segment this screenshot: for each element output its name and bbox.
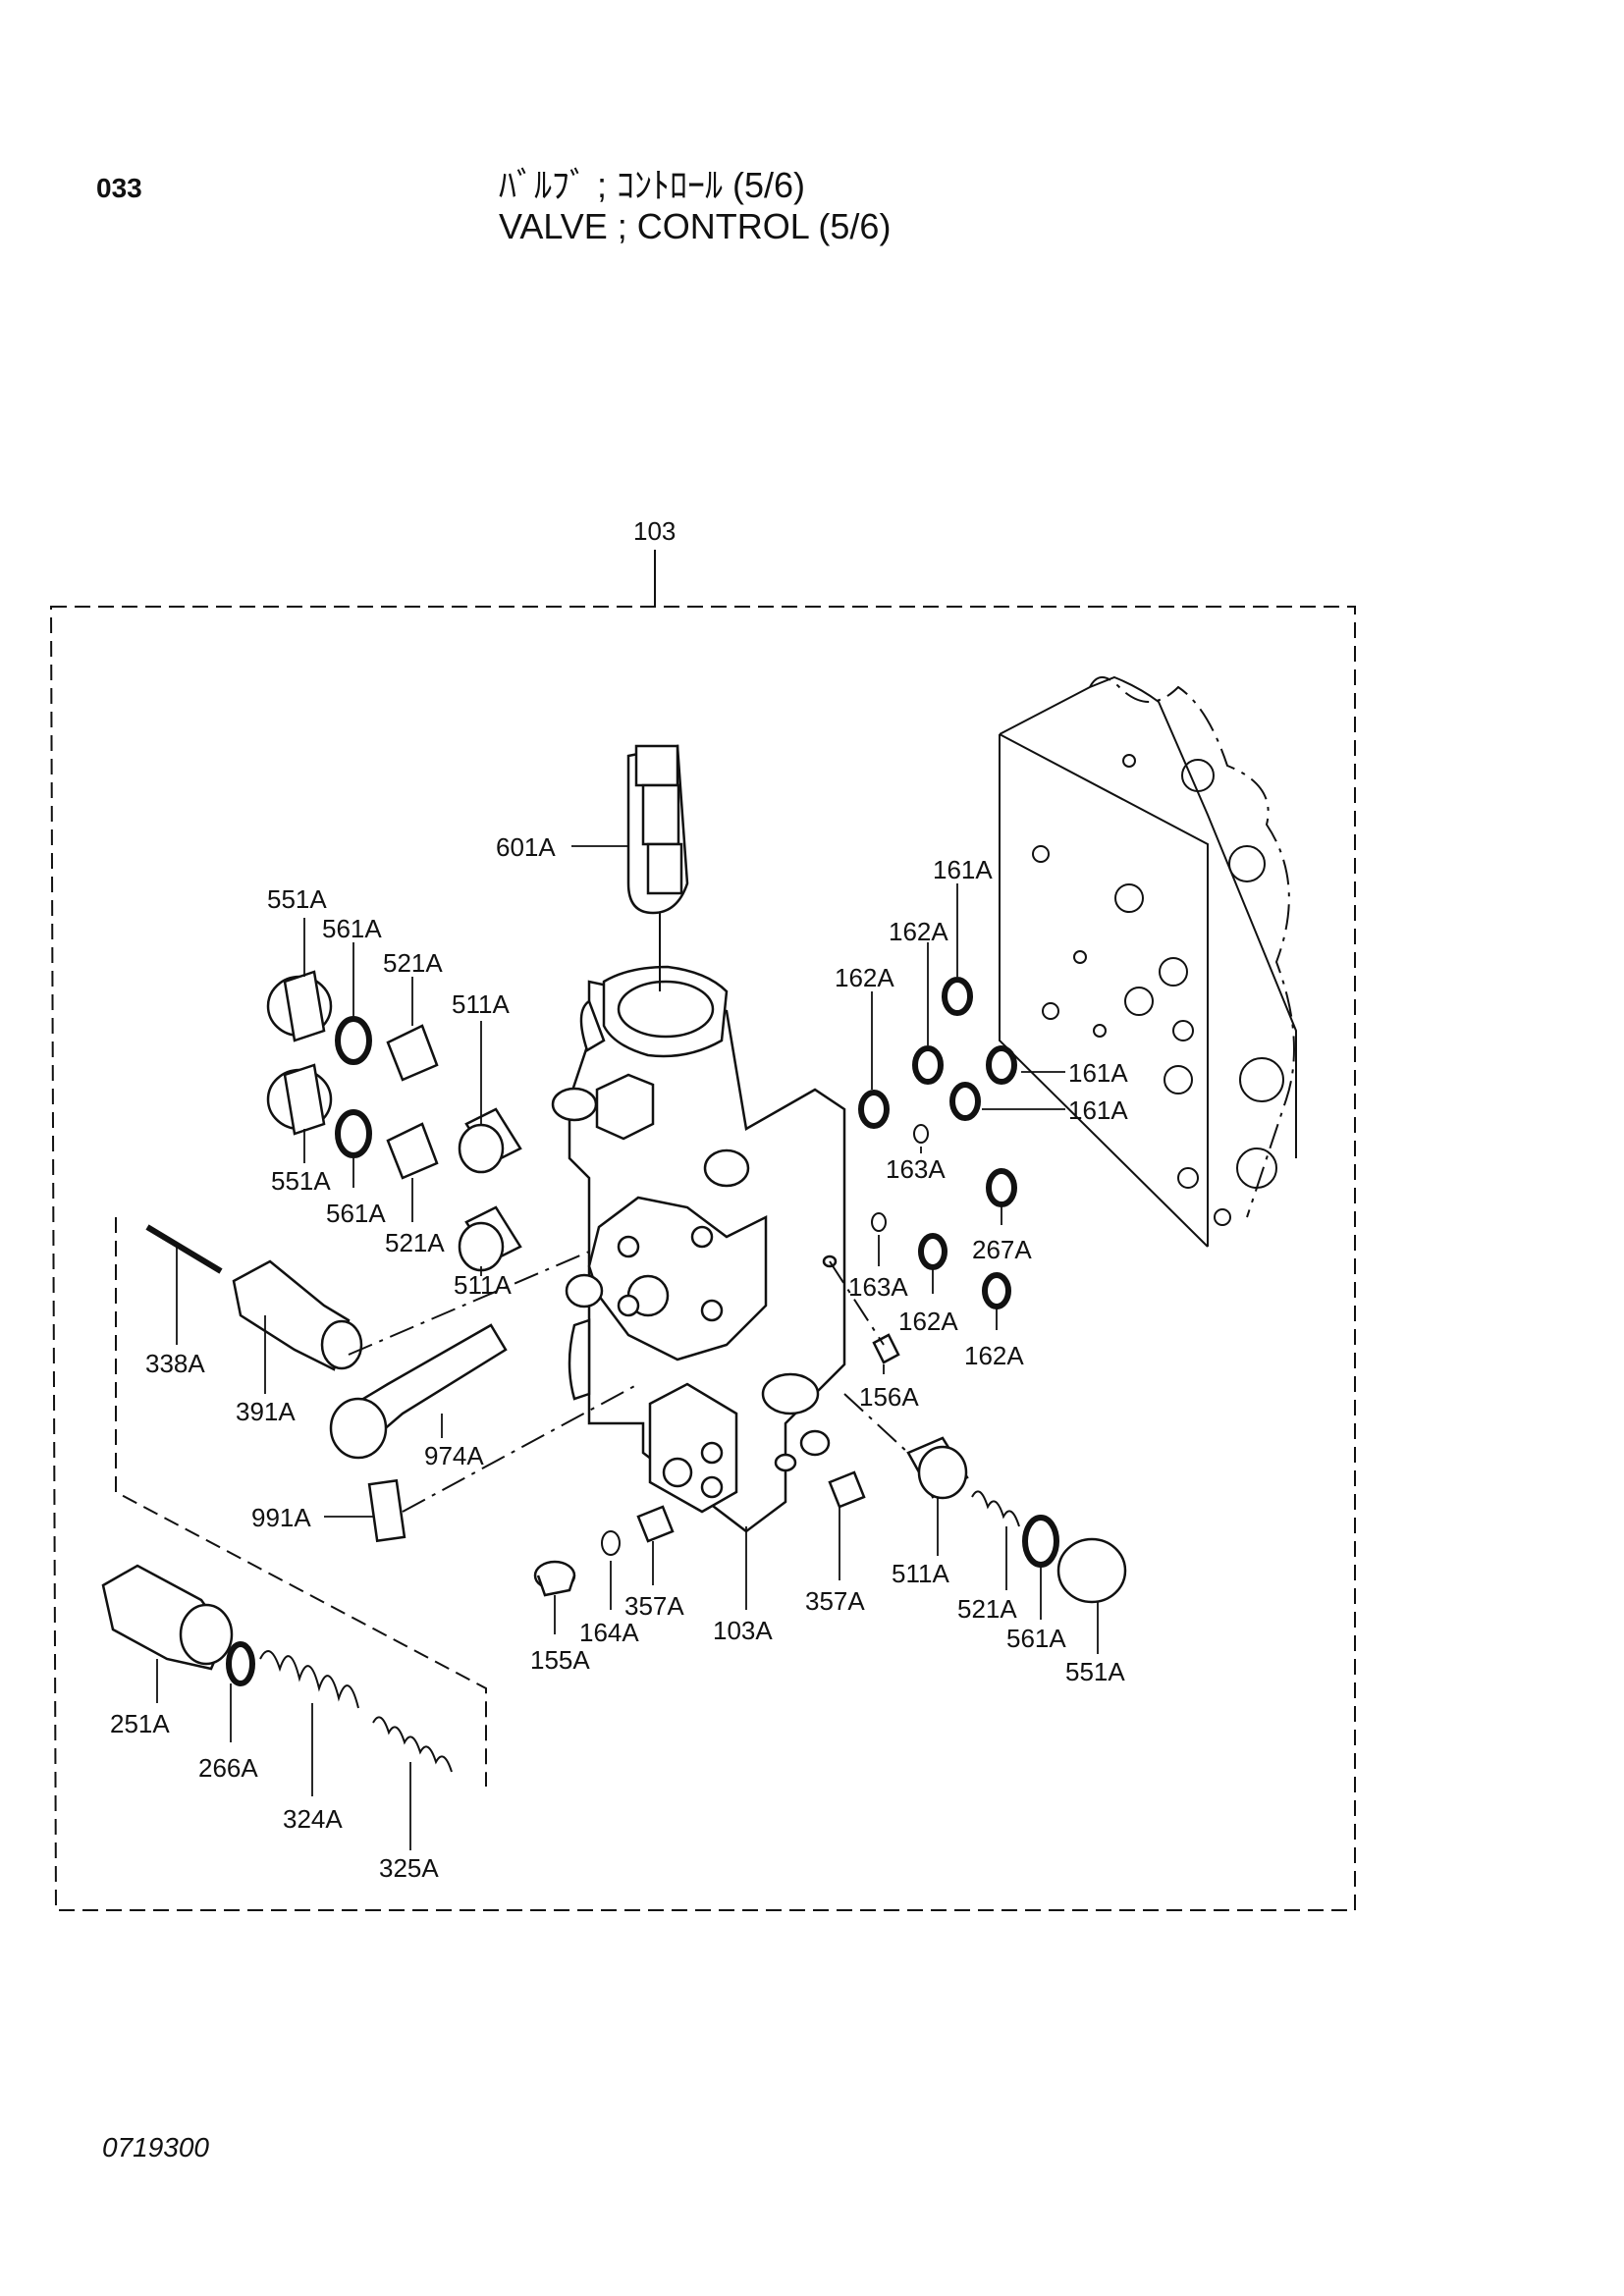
right-middle-seals: 161A 162A 162A 161A 161A 163A 267A 163A …	[829, 855, 1128, 1412]
page-number: 033	[96, 173, 142, 203]
label-974A: 974A	[424, 1441, 484, 1470]
label-511A-2: 511A	[454, 1270, 512, 1300]
label-561A-3: 561A	[1006, 1624, 1066, 1653]
label-267A: 267A	[972, 1235, 1032, 1264]
bottom-left-parts: 251A 266A 324A 325A	[101, 1564, 453, 1883]
label-551A-2: 551A	[271, 1166, 331, 1196]
label-338A: 338A	[145, 1349, 205, 1378]
label-325A: 325A	[379, 1853, 439, 1883]
label-357A-2: 357A	[805, 1586, 865, 1616]
label-163A-1: 163A	[886, 1154, 946, 1184]
label-357A-1: 357A	[624, 1591, 684, 1621]
label-391A: 391A	[236, 1397, 296, 1426]
label-161A-3: 161A	[1068, 1095, 1128, 1125]
label-551A-1: 551A	[267, 884, 327, 914]
label-601A: 601A	[496, 832, 556, 862]
label-162A-2: 162A	[835, 963, 894, 992]
label-103: 103	[633, 516, 676, 546]
upper-left-parts: 551A 561A 521A 511A 551A 561A 521A 511A	[266, 884, 522, 1300]
label-156A: 156A	[859, 1382, 919, 1412]
valve-body-103A	[551, 965, 846, 1533]
label-521A-3: 521A	[957, 1594, 1017, 1624]
label-266A: 266A	[198, 1753, 258, 1783]
assembly-boundary: 103	[49, 516, 1356, 1911]
label-161A-2: 161A	[1068, 1058, 1128, 1088]
label-103A: 103A	[713, 1616, 773, 1645]
adjacent-valve-section	[999, 675, 1297, 1248]
label-164A: 164A	[579, 1618, 639, 1647]
label-511A-3: 511A	[892, 1559, 949, 1588]
label-163A-2: 163A	[848, 1272, 908, 1302]
label-324A: 324A	[283, 1804, 343, 1834]
bottom-right-parts: 511A 521A 561A 551A	[843, 1393, 1127, 1686]
label-521A-2: 521A	[385, 1228, 445, 1257]
label-162A-1: 162A	[889, 917, 948, 946]
title-english: VALVE ; CONTROL (5/6)	[499, 206, 892, 246]
label-251A: 251A	[110, 1709, 170, 1738]
label-561A-1: 561A	[322, 914, 382, 943]
relief-valve-601A: 601A	[496, 744, 689, 991]
label-561A-2: 561A	[326, 1199, 386, 1228]
label-155A: 155A	[530, 1645, 590, 1675]
title-japanese: ﾊﾞﾙﾌﾞ ; ｺﾝﾄﾛｰﾙ (5/6)	[499, 165, 806, 205]
label-162A-4: 162A	[964, 1341, 1024, 1370]
left-middle-parts: 338A 391A 974A 991A	[115, 1217, 639, 1787]
document-code: 0719300	[102, 2132, 210, 2163]
label-991A: 991A	[251, 1503, 311, 1532]
label-521A-1: 521A	[383, 948, 443, 978]
label-551A-3: 551A	[1065, 1657, 1125, 1686]
label-162A-3: 162A	[898, 1307, 958, 1336]
bottom-center-parts: 155A 164A 357A 103A 357A	[530, 1470, 866, 1675]
label-161A-1: 161A	[933, 855, 993, 884]
label-511A-1: 511A	[452, 989, 510, 1019]
